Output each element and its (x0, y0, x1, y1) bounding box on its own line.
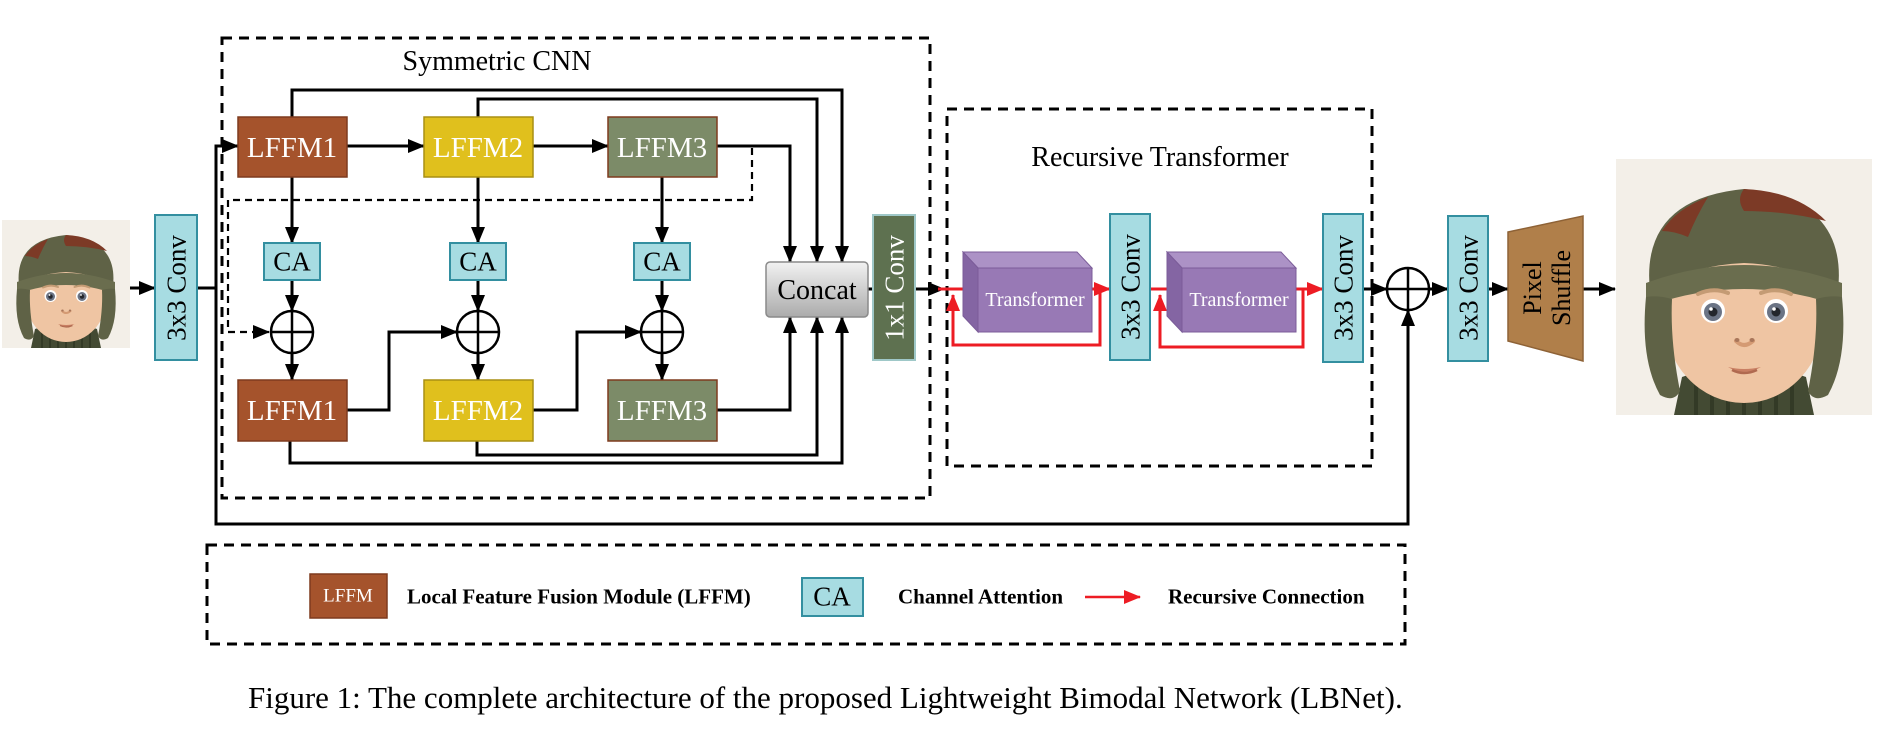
lffm1-top-label: LFFM1 (247, 132, 337, 164)
legend: LFFM Local Feature Fusion Module (LFFM) … (309, 573, 1365, 619)
legend-ca-text: Channel Attention (898, 584, 1063, 608)
ca-block-1 (263, 242, 321, 281)
transformer-block-2: Transformer (1165, 250, 1298, 334)
conv3x3-block-1 (154, 214, 198, 361)
conv1x1-block (872, 214, 916, 361)
lffm2-top-label: LFFM2 (433, 132, 523, 164)
legend-recursive-text: Recursive Connection (1168, 584, 1365, 608)
conv-blocks: 3x3 Conv 1x1 Conv 3x3 Conv 3x3 Conv 3x3 … (154, 213, 1489, 363)
legend-lffm-chip (309, 573, 388, 619)
ca-label-3: CA (643, 246, 681, 276)
lffm2-bottom-block (423, 379, 534, 442)
lffm1-top-block (237, 116, 348, 178)
lffm1b-to-sum2-line (347, 325, 458, 412)
transformer-block-1: Transformer (961, 250, 1094, 334)
sum-nodes (269, 266, 1431, 355)
legend-box (205, 543, 1407, 646)
lffm2b-to-sum3-line (533, 325, 642, 412)
pixel-shuffle-label-line2: Shuffle (1547, 250, 1576, 326)
sum-node-3 (639, 309, 685, 355)
legend-ca-chip (801, 577, 864, 617)
lffm3-bottom-block (607, 379, 718, 442)
recursive-loop-2 (1153, 289, 1305, 349)
legend-ca-chip-label: CA (813, 581, 851, 611)
symmetric-cnn-title: Symmetric CNN (403, 46, 592, 77)
sum-node-2 (455, 309, 501, 355)
lffm1-bottom-block (237, 379, 348, 442)
transformer-label-1: Transformer (985, 289, 1085, 311)
pixel-shuffle-block: Pixel Shuffle (1507, 215, 1584, 362)
lffm2-top-block (423, 116, 534, 178)
legend-lffm-chip-label: LFFM (323, 586, 373, 607)
ca-blocks: CA CA CA (263, 242, 691, 281)
lffm2-bottom-label: LFFM2 (433, 395, 523, 427)
transformer-label-2: Transformer (1189, 289, 1289, 311)
ca-block-2 (449, 242, 507, 281)
concat-block (765, 261, 869, 318)
ca-label-1: CA (273, 246, 311, 276)
conv3x3-block-3 (1322, 213, 1364, 363)
figure-caption: Figure 1: The complete architecture of t… (248, 680, 1403, 715)
conv1x1-label: 1x1 Conv (879, 235, 909, 341)
lffm1-skip-to-concat (290, 88, 849, 263)
recursive-loop-1 (946, 289, 1102, 347)
concat-label: Concat (777, 275, 857, 306)
pixel-shuffle-label-line1: Pixel (1518, 261, 1547, 314)
lffm-blocks: LFFM1 LFFM2 LFFM3 LFFM1 LFFM2 LFFM3 (237, 116, 718, 442)
input-low-res-image (1, 219, 131, 349)
conv3x3-block-4 (1447, 215, 1489, 362)
conv3x3-block-2 (1109, 213, 1151, 361)
conv3x3-label-4: 3x3 Conv (1453, 235, 1483, 341)
global-residual-line (214, 287, 1415, 526)
black-connections (128, 88, 1616, 526)
lffm2-skip-to-concat (476, 97, 824, 263)
lffm2b-skip-to-concat (475, 316, 824, 457)
conv3x3-label-1: 3x3 Conv (161, 235, 191, 341)
lffm3b-to-concat-line (717, 316, 797, 412)
lffm3-bottom-label: LFFM3 (617, 395, 707, 427)
conv3x3-label-3: 3x3 Conv (1328, 235, 1358, 341)
lffm1b-skip-to-concat (288, 316, 849, 465)
sum-node-final (1385, 266, 1431, 312)
ca-label-2: CA (459, 246, 497, 276)
conv3x3-label-2: 3x3 Conv (1115, 234, 1145, 340)
lffm3-top-block (607, 116, 718, 178)
lffm1-bottom-label: LFFM1 (247, 395, 337, 427)
conv-to-lffm1-arrow (197, 139, 239, 290)
symmetric-cnn-region (220, 36, 932, 500)
ca-block-3 (633, 242, 691, 281)
lffm3-top-label: LFFM3 (617, 132, 707, 164)
lffm3-to-concat-line (717, 144, 797, 263)
sum-node-1 (269, 309, 315, 355)
output-high-res-image (1614, 157, 1874, 417)
recursive-transformer-title: Recursive Transformer (1031, 142, 1289, 173)
dashed-feedback-line (226, 148, 754, 339)
legend-lffm-text: Local Feature Fusion Module (LFFM) (407, 584, 751, 608)
